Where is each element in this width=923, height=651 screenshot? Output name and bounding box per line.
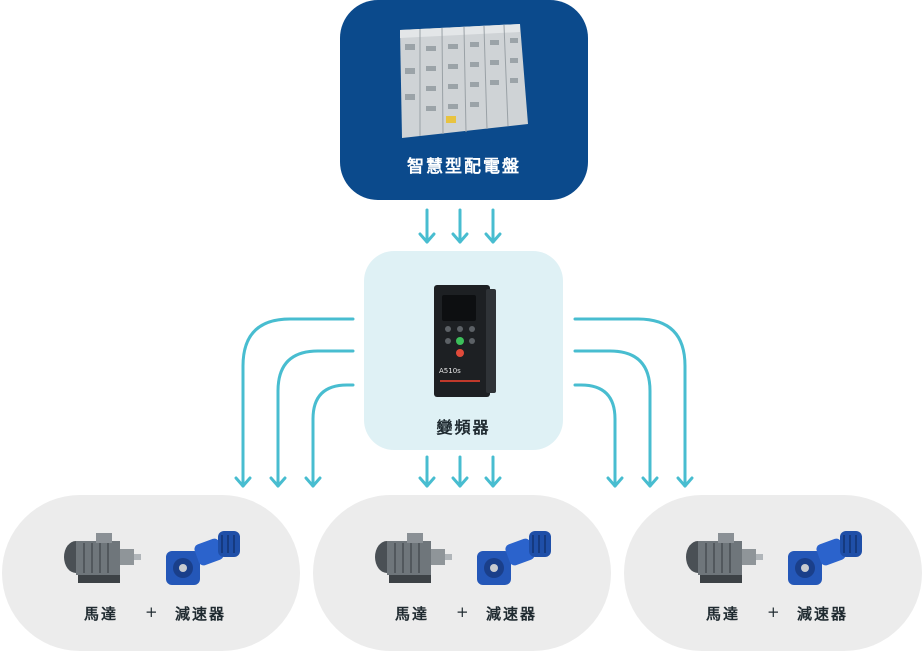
gear-reducer-icon xyxy=(788,531,862,585)
gear-reducer-label: 減速器 xyxy=(797,605,849,623)
motor-label: 馬達 xyxy=(706,605,741,623)
vfd-node: A510s 變頻器 xyxy=(364,251,563,450)
down-arrow xyxy=(484,455,502,488)
curved-arrow xyxy=(573,349,659,488)
curved-arrow xyxy=(304,383,355,488)
switchboard-label: 智慧型配電盤 xyxy=(407,157,521,177)
plus-sign: + xyxy=(767,603,780,621)
curved-arrow xyxy=(573,383,624,488)
curved-arrow xyxy=(234,317,355,488)
switchboard-cabinet-icon xyxy=(400,24,528,138)
gear-reducer-icon xyxy=(477,531,551,585)
vfd-model-marking: A510s xyxy=(439,367,461,375)
vfd-label: 變頻器 xyxy=(436,418,491,437)
gear-reducer-label: 減速器 xyxy=(175,605,227,623)
down-arrow xyxy=(451,208,469,244)
motor-gear-group-left: 馬達 + 減速器 xyxy=(2,495,300,651)
plus-sign: + xyxy=(456,603,469,621)
motor-label: 馬達 xyxy=(395,605,430,623)
motor-label: 馬達 xyxy=(84,605,119,623)
motor-icon xyxy=(686,533,763,583)
panel-to-vfd-arrows xyxy=(418,208,502,244)
motor-gear-group-middle: 馬達 + 減速器 xyxy=(313,495,611,651)
vfd-to-middle-arrows xyxy=(418,455,502,488)
down-arrow xyxy=(451,455,469,488)
motor-icon xyxy=(64,533,141,583)
motor-icon xyxy=(375,533,452,583)
plus-sign: + xyxy=(145,603,158,621)
curved-arrow xyxy=(269,349,355,488)
down-arrow xyxy=(418,455,436,488)
vfd-to-left-arrows xyxy=(234,317,355,488)
gear-reducer-icon xyxy=(166,531,240,585)
smart-switchboard-node: 智慧型配電盤 xyxy=(340,0,588,200)
down-arrow xyxy=(418,208,436,244)
curved-arrow xyxy=(573,317,694,488)
variable-frequency-drive-icon: A510s xyxy=(434,285,496,397)
motor-gear-group-right: 馬達 + 減速器 xyxy=(624,495,922,651)
vfd-to-right-arrows xyxy=(573,317,694,488)
gear-reducer-label: 減速器 xyxy=(486,605,538,623)
down-arrow xyxy=(484,208,502,244)
